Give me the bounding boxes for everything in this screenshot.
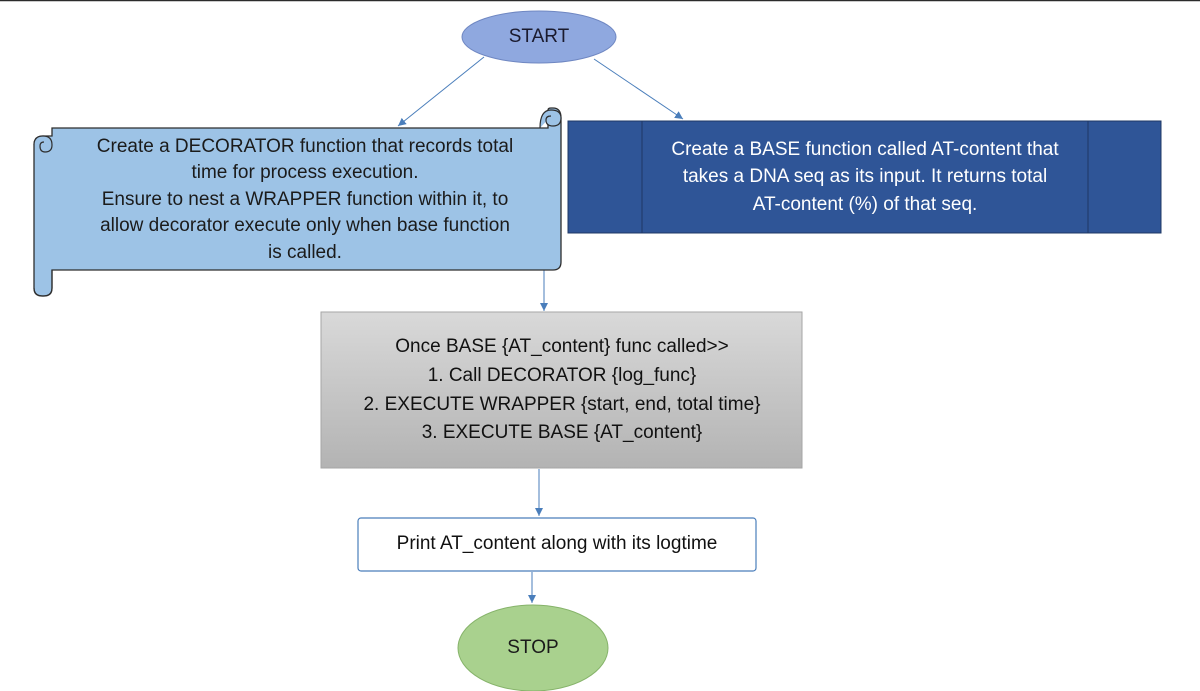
- base-line-2: takes a DNA seq as its input. It returns…: [682, 166, 1048, 188]
- decorator-scroll-node: [33, 107, 562, 297]
- decorator-line-4: allow decorator execute only when base f…: [100, 215, 510, 237]
- decorator-line-1: Create a DECORATOR function that records…: [96, 135, 514, 157]
- base-function-node: [567, 120, 1162, 234]
- stop-node: [457, 604, 609, 691]
- decorator-text-box: Create a DECORATOR function that records…: [60, 128, 550, 272]
- process-step-1: 1. Call DECORATOR {log_func}: [427, 364, 697, 386]
- base-line-3: AT-content (%) of that seq.: [752, 193, 978, 215]
- connector-start-to-base: [593, 58, 684, 120]
- process-step-3: 3. EXECUTE BASE {AT_content}: [421, 422, 703, 444]
- process-steps-node: [320, 311, 803, 469]
- process-text-box: Once BASE {AT_content} func called>> 1. …: [322, 313, 802, 468]
- stop-label: STOP: [507, 636, 559, 658]
- base-line-1: Create a BASE function called AT-content…: [671, 138, 1059, 160]
- decorator-line-2: time for process execution.: [191, 162, 419, 184]
- start-label-box: START: [462, 12, 616, 62]
- decorator-line-3: Ensure to nest a WRAPPER function within…: [101, 188, 509, 210]
- start-label: START: [508, 25, 570, 47]
- print-text-box: Print AT_content along with its logtime: [358, 518, 756, 571]
- decorator-line-5: is called.: [268, 241, 342, 263]
- stop-label-box: STOP: [458, 605, 608, 691]
- process-header: Once BASE {AT_content} func called>>: [395, 335, 729, 357]
- print-label: Print AT_content along with its logtime: [396, 533, 718, 555]
- print-node: [357, 517, 757, 572]
- connector-start-to-decorator: [397, 56, 485, 127]
- start-node: [461, 10, 617, 64]
- process-step-2: 2. EXECUTE WRAPPER {start, end, total ti…: [363, 393, 761, 415]
- base-text-box: Create a BASE function called AT-content…: [642, 122, 1088, 232]
